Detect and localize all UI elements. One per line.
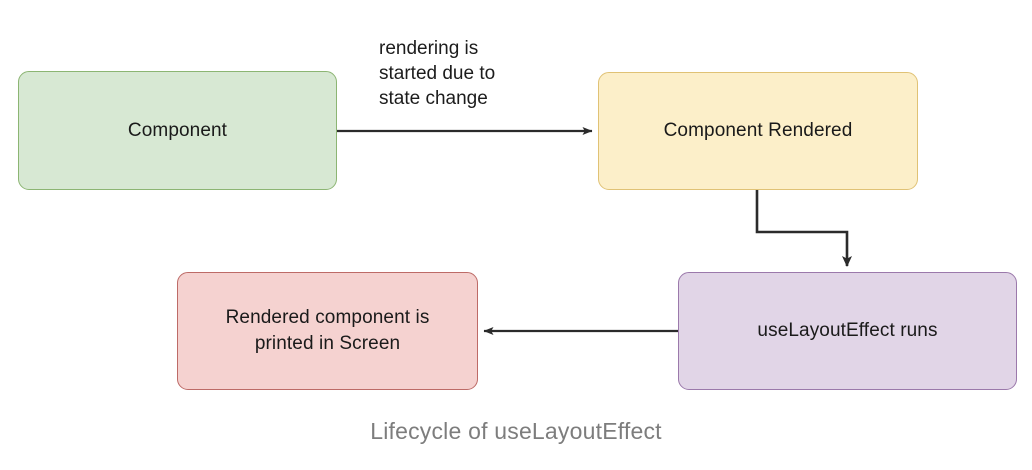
node-component-rendered-label: Component Rendered	[663, 120, 853, 142]
node-uselayouteffect-runs[interactable]: useLayoutEffect runs	[678, 272, 1017, 390]
node-rendered-printed-in-screen[interactable]: Rendered component is printed in Screen	[177, 272, 478, 390]
node-uselayouteffect-runs-label: useLayoutEffect runs	[757, 320, 938, 342]
node-component-rendered[interactable]: Component Rendered	[598, 72, 918, 190]
node-rendered-printed-in-screen-label: Rendered component is printed in Screen	[225, 307, 430, 354]
diagram-caption: Lifecycle of useLayoutEffect	[370, 418, 662, 444]
node-component-label: Component	[127, 119, 228, 141]
edge-rendered-to-uselayouteffect	[755, 190, 852, 267]
edge-label-state-change: rendering is started due to state change	[379, 38, 496, 109]
node-component[interactable]: Component	[18, 71, 337, 190]
